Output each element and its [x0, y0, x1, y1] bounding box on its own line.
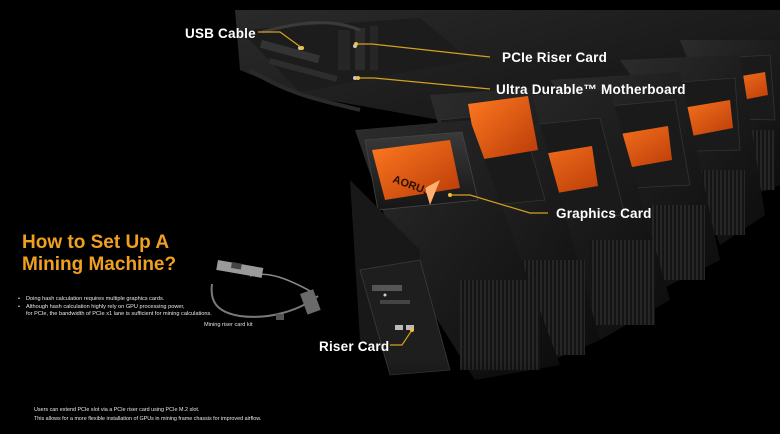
footer-line-1: Users can extend PCIe slot via a PCIe ri… — [34, 407, 200, 413]
riser-card-kit-icon — [210, 260, 321, 320]
callout-usb-cable — [258, 31, 303, 49]
label-graphics-card: Graphics Card — [556, 206, 652, 221]
bullet-dot-icon: • — [18, 296, 20, 302]
callout-pcie-riser — [356, 43, 491, 58]
riser-kit-caption: Mining riser card kit — [204, 322, 253, 328]
bullet-continuation: for PCIe, the bandwidth of PCIe x1 lane … — [26, 311, 212, 317]
callout-motherboard — [358, 77, 491, 90]
callout-lines — [258, 31, 548, 346]
callout-riser-card — [390, 329, 413, 346]
label-riser-card: Riser Card — [319, 339, 390, 354]
footer-note: Users can extend PCIe slot via a PCIe ri… — [34, 406, 261, 424]
page-title-line-1: How to Set Up A — [22, 232, 170, 253]
label-motherboard: Ultra Durable™ Motherboard — [496, 82, 686, 97]
label-pcie-riser-card: PCIe Riser Card — [502, 50, 608, 65]
page-title-line-2: Mining Machine? — [22, 254, 177, 275]
bullet-item: •Doing hash calculation requires multipl… — [18, 296, 165, 302]
bullet-dot-icon: • — [18, 303, 20, 310]
callout-graphics-card — [450, 194, 548, 214]
bullet-list: •Doing hash calculation requires multipl… — [16, 296, 212, 319]
bullet-item: •Although hash calculation highly rely o… — [18, 303, 185, 310]
label-usb-cable: USB Cable — [185, 26, 256, 41]
footer-line-2: This allows for a more flexible installa… — [34, 416, 262, 422]
page-title: How to Set Up A Mining Machine? — [22, 232, 176, 276]
